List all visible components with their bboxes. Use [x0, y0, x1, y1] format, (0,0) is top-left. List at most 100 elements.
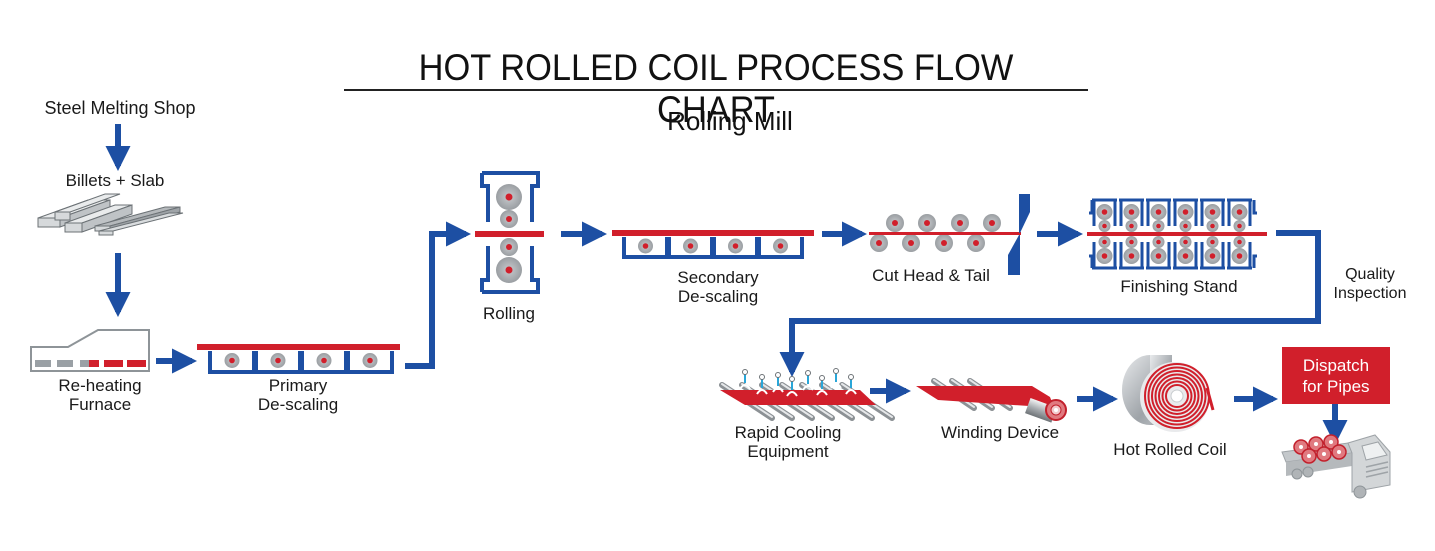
stand-frame-bottom — [1146, 242, 1171, 270]
roller-axle — [1102, 239, 1107, 245]
roller-axle — [924, 220, 930, 226]
step-label-billets-slab: Billets + Slab — [65, 171, 165, 190]
spray-jet — [845, 389, 857, 395]
stand-frame-top — [1227, 198, 1252, 226]
stand-frame-bottom — [1119, 242, 1144, 270]
stand-frame-edge — [1089, 200, 1257, 268]
label-line: Furnace — [68, 395, 132, 414]
spray-nozzle — [789, 376, 795, 382]
roller-axle — [1156, 239, 1161, 245]
dispatch-for-pipes-box: Dispatch for Pipes — [1282, 347, 1390, 404]
spray-nozzle — [759, 374, 765, 380]
spray-nozzle — [848, 374, 854, 380]
steel-coil-icon — [1122, 355, 1215, 432]
step-label-quality-inspection: Quality Inspection — [1320, 265, 1420, 303]
coil-ring — [1151, 370, 1203, 422]
label-line: Primary — [268, 376, 328, 395]
roller-axle — [1101, 209, 1108, 215]
spray-jet — [802, 385, 814, 391]
spray-jet — [739, 384, 751, 390]
spray-nozzle — [775, 372, 781, 378]
roller-axle — [1237, 239, 1242, 245]
roller-axle — [1210, 239, 1215, 245]
stand-frame-top — [1119, 198, 1144, 226]
roller-axle — [1209, 253, 1216, 259]
label-line: Dispatch — [1302, 355, 1370, 375]
stand-frame-top — [1173, 198, 1198, 226]
step-label-secondary-descaling: Secondary De-scaling — [648, 268, 788, 306]
coil-ring — [1165, 384, 1189, 408]
roller-axle — [1102, 223, 1107, 229]
step-label-winding-device: Winding Device — [940, 423, 1060, 442]
roller-axle — [1236, 209, 1243, 215]
truck-coil-core — [1299, 445, 1303, 449]
billets-slab-icon — [37, 193, 184, 236]
roller-axle — [777, 243, 784, 249]
truck-coil-core — [1307, 454, 1311, 458]
truck-coil-core — [1329, 440, 1333, 444]
roller-axle — [908, 240, 914, 246]
stand-frame-bottom — [1227, 242, 1252, 270]
roller-axle — [1209, 209, 1216, 215]
roller-axle — [732, 243, 739, 249]
coil-ring — [1147, 366, 1207, 426]
truck-coil-core — [1337, 450, 1341, 454]
roller-axle — [876, 240, 882, 246]
arrow-primary-to-rolling — [405, 221, 472, 369]
truck-coil-core — [1322, 452, 1326, 456]
label-line: Quality — [1345, 266, 1395, 283]
step-label-primary-descaling: Primary De-scaling — [228, 376, 368, 414]
stand-frame-bottom — [1092, 242, 1117, 270]
descaling-box — [757, 237, 804, 259]
stand-frame-top — [1146, 198, 1171, 226]
roller-axle — [892, 220, 898, 226]
coil-ring — [1161, 380, 1193, 412]
roller-axle — [941, 240, 947, 246]
coil-ring — [1158, 377, 1196, 415]
roller-axle — [687, 243, 694, 249]
roller-axle — [367, 357, 373, 364]
roller-axle — [1182, 253, 1189, 259]
label-line: De-scaling — [257, 395, 339, 414]
stand-frame-top — [1092, 198, 1117, 226]
roller-axle — [1182, 209, 1189, 215]
cooling-sprays-icon — [719, 368, 895, 421]
coil-ring — [1154, 373, 1200, 419]
roller-axle — [642, 243, 649, 249]
winding-device-icon — [916, 378, 1067, 423]
spray-jet — [816, 390, 828, 396]
roller-axle — [989, 220, 995, 226]
label-line: Inspection — [1333, 285, 1407, 302]
section-subtitle: Rolling Mill — [667, 106, 793, 136]
step-label-cut-head-tail: Cut Head & Tail — [872, 266, 990, 285]
roller-axle — [1210, 223, 1215, 229]
finishing-stand-icon — [1087, 198, 1267, 270]
spray-nozzle — [805, 370, 811, 376]
roller-axle — [1183, 223, 1188, 229]
roller-axle — [321, 357, 327, 364]
page-title: HOT ROLLED COIL PROCESS FLOW CHART — [418, 47, 1014, 130]
spray-jet — [830, 383, 842, 389]
title-underline — [344, 89, 1088, 91]
spray-nozzle — [742, 369, 748, 375]
roller-axle — [973, 240, 979, 246]
flow-arrows — [105, 124, 1348, 446]
step-label-rapid-cooling: Rapid Cooling Equipment — [708, 423, 868, 461]
primary-descaling-icon — [197, 344, 400, 374]
roller-axle — [1101, 253, 1108, 259]
spray-jet — [786, 391, 798, 397]
spray-jet — [772, 387, 784, 393]
roller-axle — [229, 357, 235, 364]
spray-nozzle — [819, 375, 825, 381]
label-line: Secondary — [677, 268, 759, 287]
cutter-icon — [869, 194, 1030, 275]
stand-frame-bottom — [1173, 242, 1198, 270]
roller-axle — [1155, 253, 1162, 259]
step-label-steel-melting-shop: Steel Melting Shop — [44, 98, 196, 118]
stand-frame-top — [1200, 198, 1225, 226]
truck-icon — [1281, 434, 1391, 499]
step-label-reheating-furnace: Re-heating Furnace — [30, 376, 170, 414]
roller-axle — [1237, 223, 1242, 229]
descaling-box — [346, 351, 394, 374]
